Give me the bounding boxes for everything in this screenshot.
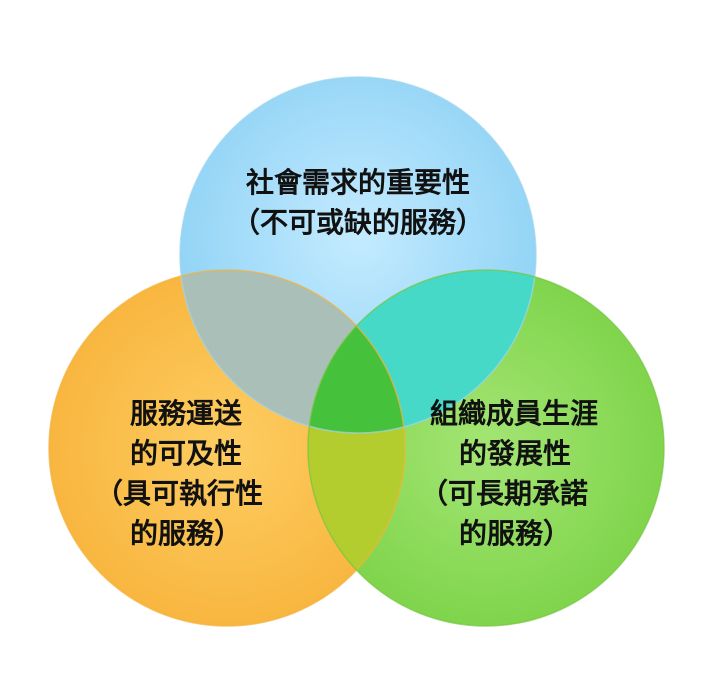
label-career-line-1: 組織成員生涯 xyxy=(430,397,598,430)
label-accessibility-line-4: 的服務） xyxy=(130,517,242,550)
overlap-social-accessibility xyxy=(180,270,405,433)
label-social: 社會需求的重要性 （不可或缺的服務） xyxy=(232,166,484,239)
label-social-line-1: 社會需求的重要性 xyxy=(246,166,470,199)
label-career: 組織成員生涯 的發展性 （可長期承諾 的服務） xyxy=(420,397,598,550)
label-career-line-3: （可長期承諾 xyxy=(420,477,588,510)
label-social-line-2: （不可或缺的服務） xyxy=(232,206,484,239)
label-accessibility-line-2: 的可及性 xyxy=(130,437,242,470)
label-career-line-2: 的發展性 xyxy=(459,437,571,470)
label-accessibility-line-3: （具可執行性 xyxy=(95,477,263,510)
label-accessibility: 服務運送 的可及性 （具可執行性 的服務） xyxy=(95,397,263,550)
label-career-line-4: 的服務） xyxy=(459,517,571,550)
overlap-social-career xyxy=(308,270,536,433)
label-accessibility-line-1: 服務運送 xyxy=(130,397,242,430)
